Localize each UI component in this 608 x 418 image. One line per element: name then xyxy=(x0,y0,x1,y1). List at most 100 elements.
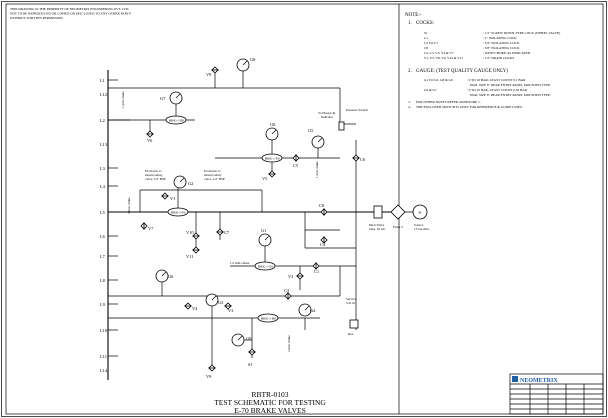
provision-text: Provision to xyxy=(204,169,221,173)
gauge-label: G8 xyxy=(270,122,276,127)
indicator-label: Indicator xyxy=(321,115,334,119)
isolating-cock-icon: C8 xyxy=(319,203,328,216)
gauge-label: G6 xyxy=(168,274,174,279)
line-label: L6 xyxy=(100,234,106,239)
gauge-desc: : 0 TO 16 BAR, LEAST COUNT 0.1 BAR xyxy=(467,78,526,83)
isolating-cock-icon: C1 xyxy=(312,262,320,274)
line-label: L10 xyxy=(100,328,108,333)
service-label: Service xyxy=(346,297,357,301)
note-text: THE ENCLOSED SKETCH IS ONLY FOR REFERENC… xyxy=(416,105,523,109)
drain-cock-icon: V3 xyxy=(224,302,234,313)
isolating-cock-icon: C5 xyxy=(292,154,300,168)
gauge-tag: G5 & G7 xyxy=(424,88,437,92)
cock-desc: : 1/2" DRAIN COCKS xyxy=(483,56,514,60)
drawing-title-line: E-70 BRAKE VALVES xyxy=(234,406,306,415)
source-spec: 15 bar min. xyxy=(414,227,430,231)
cock-label: V10 xyxy=(186,230,194,235)
choke-label: 2 mm choke xyxy=(127,197,131,214)
brake-valve: BRK-1-E0 xyxy=(261,153,283,163)
isolating-cock-icon: S1 xyxy=(248,348,256,367)
cock-desc: : WITH CHOKE AS INDICATED xyxy=(483,51,531,55)
provision-text: valve 1/4" BSP xyxy=(145,177,166,181)
drawing-title-line: TEST SCHEMATIC FOR TESTING xyxy=(214,398,326,407)
pressure-gauge-icon: G8 xyxy=(236,57,256,72)
brake-valve-label: BRK-1-D0 xyxy=(169,119,184,123)
drawing-number: RBTR-0103 xyxy=(251,390,288,399)
note-text: COCKS: xyxy=(416,21,434,26)
cock-label: V8 xyxy=(206,72,212,77)
source-assembly: Dual Valve Setg. 16 bar Filter 5 S Sourc… xyxy=(369,204,430,231)
cock-label: C6 xyxy=(360,157,366,162)
brake-valve-label: BRK-1-F0 xyxy=(171,211,186,215)
cock-label: C4 xyxy=(320,242,326,247)
header-note-line: THIS DRAWING IS THE PROPERTY OF NEOMETRI… xyxy=(10,7,129,11)
cock-desc: : 3/4" ISOLATING COCK xyxy=(483,41,520,45)
pressure-switch-assembly: Pressure Switch To Hooter & Indicator xyxy=(318,108,368,131)
cock-desc: : 3/8" ISOLATING COCK xyxy=(483,46,520,50)
reservoir-label: Res. xyxy=(348,332,354,336)
line-label: L3 xyxy=(100,166,106,171)
source-symbol: S xyxy=(419,210,422,215)
cock-tag: C8 xyxy=(424,46,428,50)
choke-label: 1.5 mm choke xyxy=(230,261,250,265)
gauge-label: G9 xyxy=(246,336,252,341)
cock-label: C5 xyxy=(293,163,299,168)
note-text: FOR OTHER NOTES REFER ANNEXURE 1. xyxy=(416,100,481,104)
pressure-gauge-icon: G5 xyxy=(308,128,325,149)
gauges: G8 G7 G8 G5 G2 G1 G6 G3 xyxy=(155,57,325,347)
brake-valve: BRK-1-H0 xyxy=(257,313,279,323)
choke-annotations: 1 mm choke 2 mm choke 1.5 mm choke 1 mm … xyxy=(121,91,319,352)
reservoir-assembly: Res. Service 5 ltr fn xyxy=(346,297,359,336)
drain-cock-icon: V9 xyxy=(206,364,216,379)
note-number: 2. xyxy=(408,69,412,74)
drawing-title: RBTR-0103 TEST SCHEMATIC FOR TESTING E-7… xyxy=(214,390,326,415)
brake-valve: BRK-1-D0 xyxy=(165,115,187,125)
source-label: Source xyxy=(414,223,424,227)
gauge-label: G5 xyxy=(308,128,314,133)
drain-cock-icon: V2 xyxy=(288,272,304,280)
provision-text: valve 1/4" BSP xyxy=(204,177,225,181)
pressure-gauge-icon: G3 xyxy=(205,293,224,307)
pressure-switch-icon xyxy=(338,121,345,131)
provision-text: Provision to xyxy=(145,169,162,173)
cock-label: V5 xyxy=(262,176,268,181)
gauge-label: G2 xyxy=(188,181,193,186)
cock-label: C8 xyxy=(319,203,325,208)
gauge-label: G1 xyxy=(261,228,266,233)
cock-label: V6 xyxy=(147,138,153,143)
cock-label: V11 xyxy=(186,254,193,259)
note-text: GAUGE: (TEST QUALITY GAUGE ONLY) xyxy=(416,69,508,74)
note-number: 4. xyxy=(408,105,411,109)
cock-label: C1 xyxy=(314,269,319,274)
source-icon xyxy=(412,204,428,220)
company-brand: NEOMETRIX xyxy=(520,378,558,384)
choke-label: 1 mm choke xyxy=(121,91,125,108)
line-label: L13 xyxy=(100,142,108,147)
cock-label: V9 xyxy=(206,374,212,379)
drain-cock-icon: V8 xyxy=(206,66,219,77)
line-label: L9 xyxy=(100,302,106,307)
brake-valves: BRK-1-D0 BRK-1-E0 BRK-1-F0 BRK-1-G0 BRK-… xyxy=(165,115,283,323)
title-block: NEOMETRIX xyxy=(509,373,604,415)
hooter-label: To Hooter & xyxy=(318,111,336,115)
line-label: L12 xyxy=(100,92,107,97)
pressure-gauge-icon: G8 xyxy=(265,122,279,141)
line-label: L1 xyxy=(100,78,105,83)
choke-label: 1 mm choke xyxy=(315,161,319,178)
dual-valve-icon xyxy=(373,205,383,219)
line-labels: L1 L2 L3 L4 L5 L6 L7 L8 L9 L10 L11 L12 L… xyxy=(100,78,108,373)
pressure-gauge-icon: G9 xyxy=(231,333,252,347)
line-label: L5 xyxy=(100,210,106,215)
note-number: 3. xyxy=(408,100,411,104)
notes-heading: NOTE:- xyxy=(405,13,422,18)
brake-valve-label: BRK-1-E0 xyxy=(265,157,280,161)
cock-tag: C2, C3, V3, V4 & V7 xyxy=(424,51,454,56)
line-label: L11 xyxy=(100,354,107,359)
drain-cock-icon: V1 xyxy=(161,192,175,201)
header-note-line: NOT TO BE REPRODUCED OR COPIED OR DISCLO… xyxy=(10,12,132,16)
cock-desc: : 1" ISOLATING COCK xyxy=(483,36,517,40)
gauge-label: G7 xyxy=(160,96,166,101)
provision-text: mount safety xyxy=(145,173,163,177)
